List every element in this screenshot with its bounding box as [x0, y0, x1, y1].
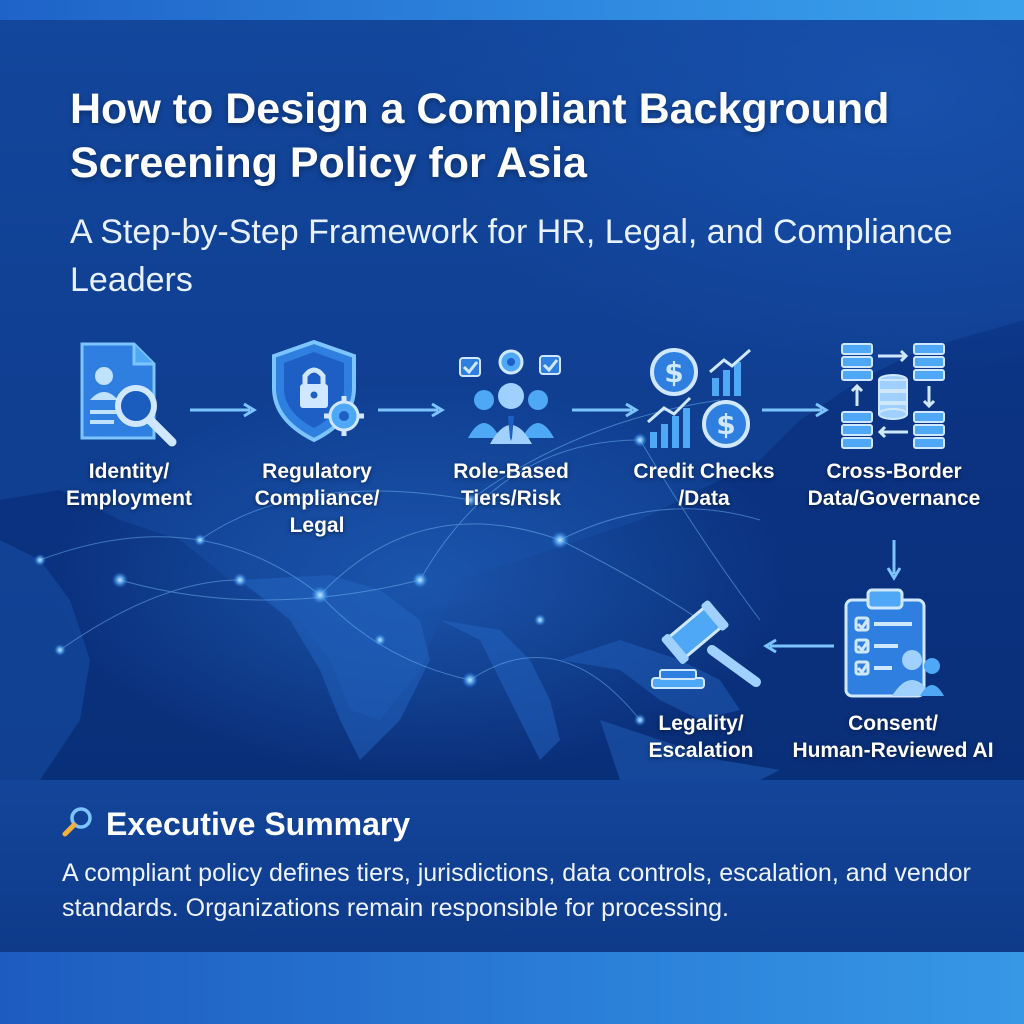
summary-title: Executive Summary — [106, 806, 411, 842]
bottom-frame-bar — [0, 952, 1024, 1024]
shield-lock-icon — [266, 338, 376, 448]
flow-arrow-1 — [190, 402, 257, 418]
page-title: How to Design a Compliant Background Scr… — [70, 85, 890, 187]
finance-chart-icon: $ $ — [646, 342, 758, 454]
step-label-cross-border: Cross-Border Data/Governance — [807, 460, 981, 510]
step-label-role-based: Role-Based Tiers/Risk — [453, 460, 569, 510]
flow-arrow-2 — [378, 402, 445, 418]
executive-summary-section: Executive Summary A compliant policy def… — [0, 780, 1024, 952]
clipboard-checklist-icon — [840, 586, 946, 700]
id-magnifier-icon — [74, 340, 184, 450]
step-label-credit: Credit Checks /Data — [633, 460, 775, 510]
flow-arrow-3 — [572, 402, 639, 418]
team-roles-icon — [456, 346, 566, 446]
summary-body: A compliant policy defines tiers, jurisd… — [62, 859, 971, 922]
svg-text:$: $ — [716, 408, 735, 441]
step-label-consent: Consent/ Human-Reviewed AI — [792, 712, 994, 762]
search-icon — [62, 806, 94, 843]
summary-heading: Executive Summary — [62, 806, 410, 843]
flow-arrow-5 — [886, 540, 902, 581]
svg-text:$: $ — [664, 356, 683, 389]
flow-arrow-4 — [762, 402, 829, 418]
data-servers-icon — [838, 340, 948, 450]
step-label-legality: Legality/ Escalation — [648, 712, 754, 762]
top-frame-bar — [0, 0, 1024, 20]
step-label-identity: Identity/ Employment — [65, 460, 193, 510]
page-subtitle: A Step-by-Step Framework for HR, Legal, … — [70, 213, 953, 299]
gavel-icon — [646, 598, 766, 694]
flow-arrow-6 — [763, 638, 834, 654]
hero-panel: How to Design a Compliant Background Scr… — [0, 20, 1024, 780]
step-label-regulatory: Regulatory Compliance/ Legal — [254, 460, 380, 537]
